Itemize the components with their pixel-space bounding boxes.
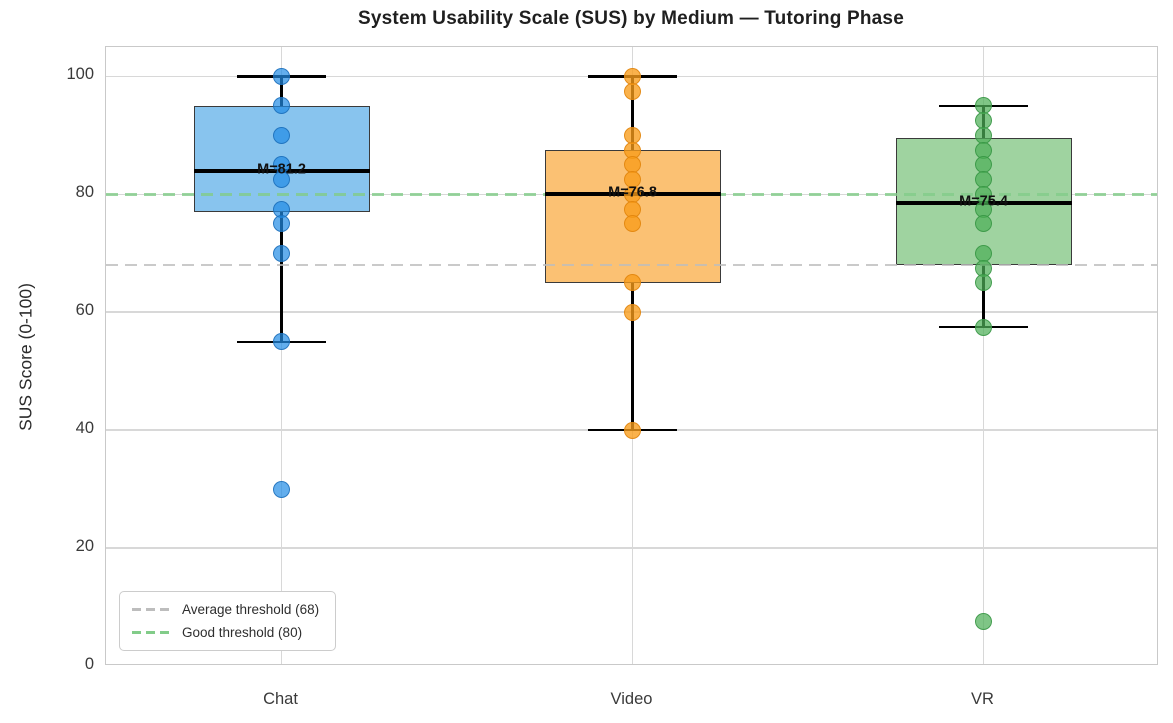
strip-point-video bbox=[624, 274, 641, 292]
legend-label-average: Average threshold (68) bbox=[182, 602, 320, 617]
strip-point-chat bbox=[273, 333, 290, 351]
legend: Average threshold (68) Good threshold (80… bbox=[119, 591, 337, 651]
y-tick-label-60: 60 bbox=[75, 301, 94, 320]
legend-dash-sample-average bbox=[132, 608, 170, 611]
x-tick-label-vr: VR bbox=[971, 690, 994, 708]
strip-point-chat bbox=[273, 480, 290, 498]
x-tick-label-video: Video bbox=[610, 690, 653, 708]
y-tick-label-40: 40 bbox=[75, 419, 94, 438]
strip-point-video bbox=[624, 82, 641, 100]
strip-point-video bbox=[624, 421, 641, 439]
legend-label-good: Good threshold (80) bbox=[182, 625, 303, 640]
strip-point-chat bbox=[273, 171, 290, 189]
y-tick-label-20: 20 bbox=[75, 537, 94, 556]
strip-point-video bbox=[624, 215, 641, 233]
strip-point-vr bbox=[975, 274, 992, 292]
strip-point-vr bbox=[975, 215, 992, 233]
gridline-y-20 bbox=[106, 547, 1157, 549]
y-tick-label-0: 0 bbox=[84, 655, 94, 673]
y-tick-label-100: 100 bbox=[66, 65, 94, 84]
mean-label-chat: M=81.2 bbox=[257, 161, 306, 178]
legend-dash-sample-good bbox=[132, 631, 170, 634]
legend-item-good: Good threshold (80) bbox=[132, 625, 319, 640]
mean-label-video: M=76.8 bbox=[608, 185, 657, 202]
gridline-x-chat bbox=[280, 47, 283, 664]
threshold-line-average bbox=[106, 263, 1157, 267]
strip-point-chat bbox=[273, 67, 290, 85]
strip-point-vr bbox=[975, 318, 992, 336]
gridline-x-vr bbox=[982, 47, 985, 664]
strip-point-vr bbox=[975, 613, 992, 631]
chart-title: System Usability Scale (SUS) by Medium —… bbox=[358, 8, 904, 29]
strip-point-chat bbox=[273, 97, 290, 115]
strip-point-chat bbox=[273, 244, 290, 262]
y-tick-label-80: 80 bbox=[75, 183, 94, 202]
mean-label-vr: M=75.4 bbox=[959, 193, 1008, 210]
x-tick-label-chat: Chat bbox=[263, 690, 298, 708]
legend-item-average: Average threshold (68) bbox=[132, 602, 319, 617]
strip-point-chat bbox=[273, 126, 290, 144]
strip-point-chat bbox=[273, 215, 290, 233]
strip-point-video bbox=[624, 303, 641, 321]
